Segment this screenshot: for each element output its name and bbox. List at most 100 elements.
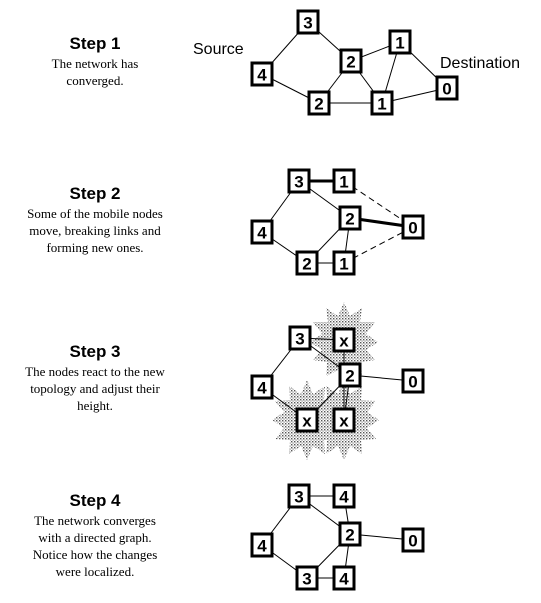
node-box xyxy=(401,368,425,394)
node-label: 0 xyxy=(408,373,417,392)
network-node: 0 xyxy=(401,527,425,553)
network-node: 3 xyxy=(288,325,312,351)
step-title: Step 1 xyxy=(69,34,121,53)
node-label: 2 xyxy=(302,255,311,274)
node-box xyxy=(339,48,363,74)
network-node: 2 xyxy=(338,521,362,547)
step-title: Step 4 xyxy=(69,491,121,510)
node-label: 3 xyxy=(294,173,303,192)
node-box xyxy=(332,327,356,353)
node-label: 3 xyxy=(295,330,304,349)
node-box xyxy=(338,362,362,388)
node-box xyxy=(370,90,394,116)
node-label: 2 xyxy=(346,53,355,72)
network-node: 4 xyxy=(250,374,274,400)
node-label: 1 xyxy=(339,173,348,192)
network-node: 3 xyxy=(296,9,320,35)
step-description-line: The network has xyxy=(51,56,139,71)
node-box xyxy=(250,61,274,87)
node-box xyxy=(295,407,319,433)
node-box xyxy=(338,521,362,547)
node-box xyxy=(401,214,425,240)
node-label: 4 xyxy=(257,66,267,85)
node-box xyxy=(250,374,274,400)
node-box xyxy=(435,75,459,101)
step-description-line: were localized. xyxy=(55,564,135,579)
network-node: 4 xyxy=(250,219,274,245)
node-box xyxy=(401,527,425,553)
step-title: Step 2 xyxy=(69,184,121,203)
node-box xyxy=(250,532,274,558)
node-label: 3 xyxy=(302,570,311,589)
node-label: 4 xyxy=(339,488,349,507)
node-box xyxy=(295,565,319,591)
network-node: 0 xyxy=(401,214,425,240)
network-node: 3 xyxy=(287,168,311,194)
node-label: 2 xyxy=(345,210,354,229)
node-label: 0 xyxy=(442,80,451,99)
node-box xyxy=(332,565,356,591)
node-label: 4 xyxy=(257,379,267,398)
node-label: 1 xyxy=(377,95,386,114)
network-node: 3 xyxy=(295,565,319,591)
step-description-line: forming new ones. xyxy=(46,240,144,255)
node-label: 2 xyxy=(314,95,323,114)
network-node: x xyxy=(332,327,356,353)
node-label: 4 xyxy=(257,537,267,556)
network-node: 2 xyxy=(339,48,363,74)
node-label: 4 xyxy=(339,570,349,589)
network-node: 1 xyxy=(332,168,356,194)
step-description-line: The nodes react to the new xyxy=(25,364,165,379)
step-title: Step 3 xyxy=(69,342,121,361)
network-node: 1 xyxy=(388,29,412,55)
network-node: 2 xyxy=(338,205,362,231)
node-box xyxy=(332,407,356,433)
network-node: 2 xyxy=(295,250,319,276)
node-box xyxy=(332,168,356,194)
network-node: 2 xyxy=(307,90,331,116)
node-box xyxy=(296,9,320,35)
step-description-line: height. xyxy=(77,398,113,413)
node-box xyxy=(288,325,312,351)
node-label: 1 xyxy=(395,34,404,53)
node-box xyxy=(338,205,362,231)
step-1-text: Step 1 The network has converged. xyxy=(0,33,190,89)
destination-label: Destination xyxy=(440,55,520,72)
node-label: 2 xyxy=(345,526,354,545)
network-node: x xyxy=(332,407,356,433)
network-node: 4 xyxy=(250,532,274,558)
step-description-line: move, breaking links and xyxy=(29,223,161,238)
node-label: 3 xyxy=(294,488,303,507)
step-3-moving-node-shading xyxy=(272,302,379,460)
source-label: Source xyxy=(193,41,244,58)
step-description-line: Notice how the changes xyxy=(32,547,158,562)
step-description-line: with a directed graph. xyxy=(38,530,152,545)
node-label: 3 xyxy=(303,14,312,33)
node-label: 0 xyxy=(408,532,417,551)
node-box xyxy=(250,219,274,245)
step-description-line: topology and adjust their xyxy=(30,381,160,396)
network-node: 4 xyxy=(250,61,274,87)
network-node: x xyxy=(295,407,319,433)
node-label: 1 xyxy=(339,255,348,274)
node-label: x xyxy=(339,412,349,431)
node-box xyxy=(388,29,412,55)
step-4-text: Step 4 The network converges with a dire… xyxy=(0,490,190,580)
network-node: 4 xyxy=(332,483,356,509)
step-description-line: The network converges xyxy=(34,513,156,528)
node-label: x xyxy=(302,412,312,431)
node-box xyxy=(332,250,356,276)
network-node: 0 xyxy=(435,75,459,101)
node-box xyxy=(295,250,319,276)
node-label: 0 xyxy=(408,219,417,238)
network-node: 0 xyxy=(401,368,425,394)
step-description-line: Some of the mobile nodes xyxy=(27,206,163,221)
step-description-line: converged. xyxy=(66,73,124,88)
node-box xyxy=(287,168,311,194)
node-label: x xyxy=(339,332,349,351)
node-box xyxy=(332,483,356,509)
node-box xyxy=(287,483,311,509)
step-3-text: Step 3 The nodes react to the new topolo… xyxy=(0,341,190,414)
